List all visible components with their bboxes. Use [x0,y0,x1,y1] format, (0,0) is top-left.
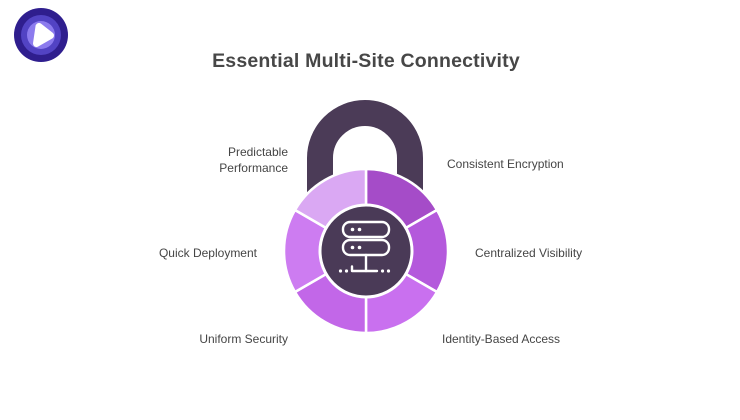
lock-hub [318,203,414,299]
server-icon-dots [338,227,391,273]
logo-core-shape [33,23,54,47]
lock-shackle [307,100,423,195]
label-predictable-performance: Predictable Performance [219,145,288,175]
label-identity-based-access: Identity-Based Access [442,332,561,346]
label-quick-deployment: Quick Deployment [158,246,257,260]
server-network-icon [341,220,391,273]
label-centralized-visibility: Centralized Visibility [475,246,583,260]
label-uniform-security: Uniform Security [199,332,288,346]
brand-logo-icon [14,8,68,62]
padlock-diagram [282,100,450,335]
label-consistent-encryption: Consistent Encryption [447,157,564,171]
page-title: Essential Multi-Site Connectivity [212,50,520,72]
